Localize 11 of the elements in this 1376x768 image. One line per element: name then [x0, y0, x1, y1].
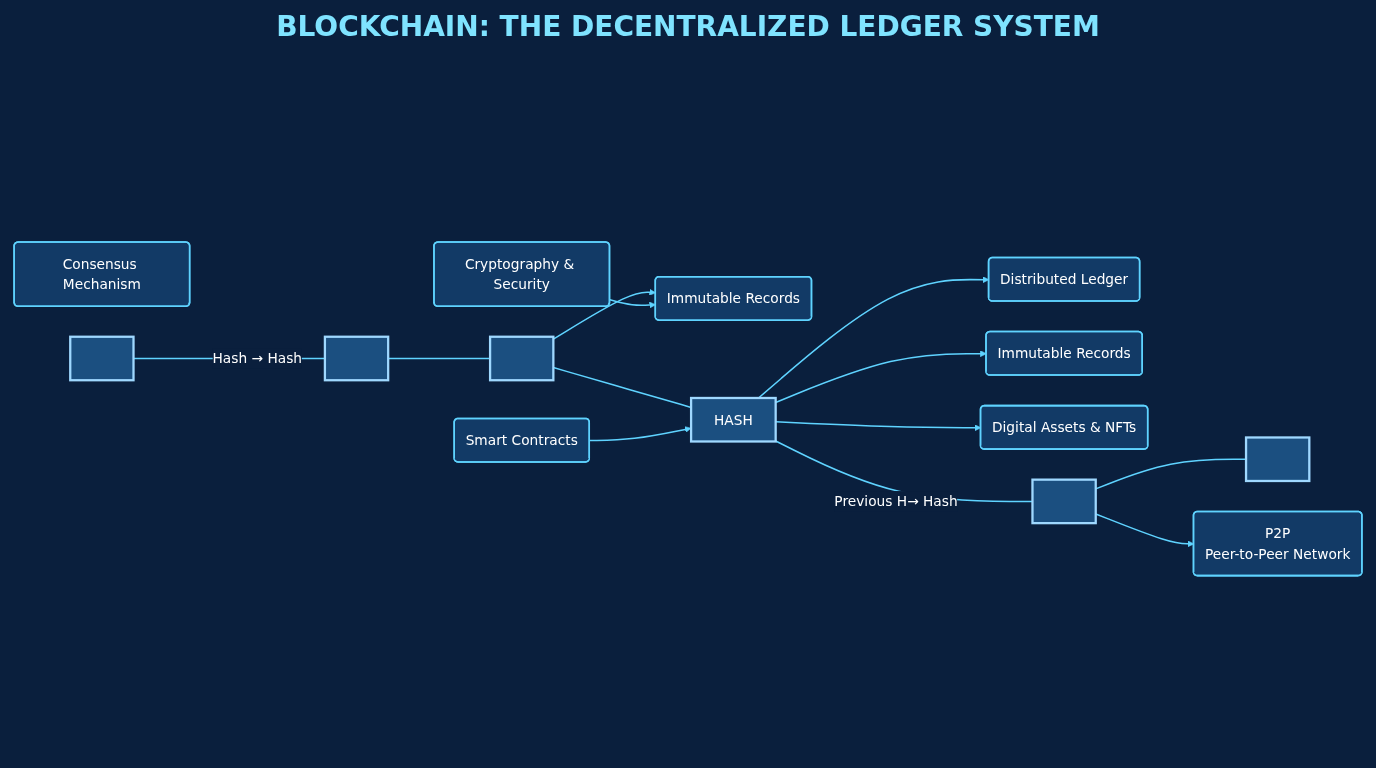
node-box	[323, 335, 390, 382]
arrow	[552, 288, 656, 340]
diagram-title: BLOCKCHAIN: THE DECENTRALIZED LEDGER SYSTEM	[276, 10, 1100, 43]
edge-label: Previous H→ Hash	[834, 493, 958, 510]
node-box	[1244, 435, 1311, 482]
node-box	[69, 335, 135, 382]
edge-label: Hash → Hash	[212, 350, 303, 367]
arrow	[609, 298, 656, 308]
node-box: HASH	[689, 396, 777, 443]
node-box	[1031, 478, 1097, 524]
node-box	[488, 335, 555, 382]
